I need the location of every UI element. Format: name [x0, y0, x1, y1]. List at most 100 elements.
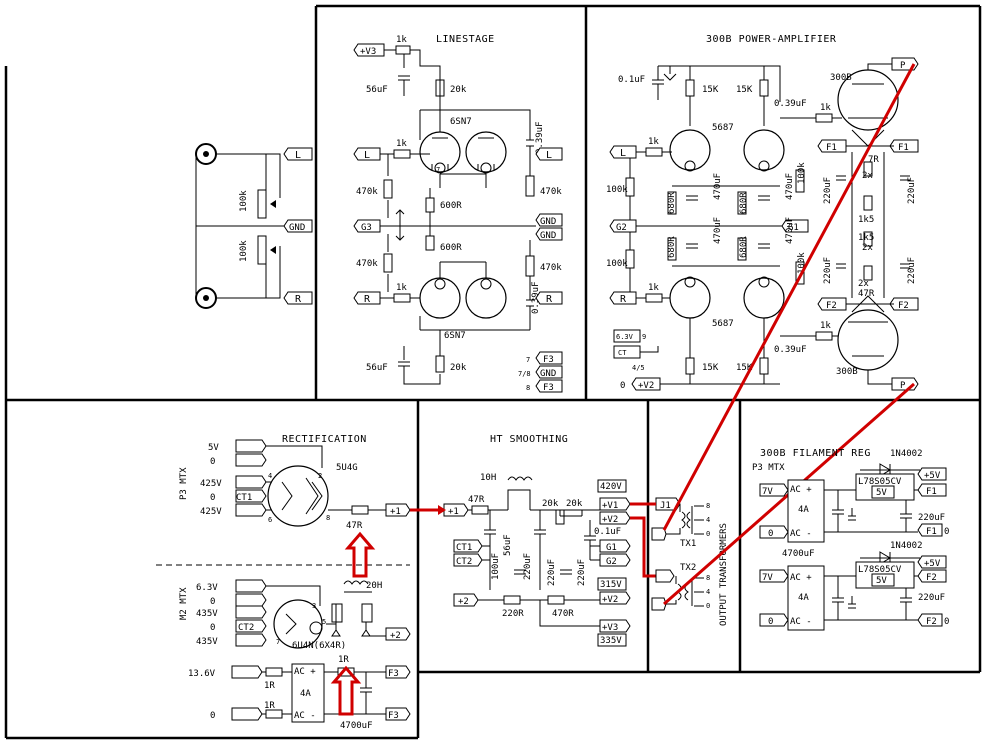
svg-text:8: 8	[706, 502, 710, 510]
ht-g1[interactable]: G1	[599, 539, 631, 553]
input-port-l[interactable]: L	[283, 147, 313, 161]
rect-tap-435a[interactable]: 435V	[196, 605, 267, 619]
svg-text:+5V: +5V	[924, 471, 941, 481]
linestage-heater-f3-b[interactable]: F3	[535, 379, 563, 393]
ht-g2[interactable]: G2	[599, 553, 631, 567]
svg-text:6.3V: 6.3V	[196, 583, 218, 593]
ht-out-v2b[interactable]: +V2	[599, 591, 631, 605]
rect-tap-425a[interactable]: 425V	[200, 475, 267, 489]
rect-tap-0e[interactable]: 0	[210, 707, 263, 721]
svg-text:56uF: 56uF	[366, 363, 388, 373]
svg-text:8: 8	[706, 574, 710, 582]
rect-tap-5v[interactable]: 5V	[208, 439, 267, 453]
svg-text:470k: 470k	[540, 187, 562, 197]
ht-ct1[interactable]: CT1	[453, 539, 483, 553]
rect-tap-63v[interactable]: 6.3V	[196, 579, 267, 593]
rect-tap-425b[interactable]: 425V	[200, 503, 267, 517]
rect-tap-136v[interactable]: 13.6V	[188, 665, 263, 679]
ot-tx1-return[interactable]	[651, 527, 667, 541]
svg-text:100k: 100k	[797, 162, 807, 184]
fil-out-5v-a[interactable]: +5V	[917, 467, 947, 481]
fil-in-7v-a[interactable]: 7V	[759, 483, 789, 497]
pa-f2-left[interactable]: F2	[817, 297, 847, 311]
ht-in-2[interactable]: +2	[453, 593, 479, 607]
pa-f2-right[interactable]: F2	[889, 297, 919, 311]
svg-text:1N4002: 1N4002	[890, 541, 923, 551]
linestage-heater-f3-a[interactable]: F3	[535, 351, 563, 365]
linestage-heater-gnd[interactable]: GND	[535, 365, 563, 379]
rect-out-1[interactable]: +1	[385, 503, 411, 517]
rect-out-f3a[interactable]: F3	[385, 665, 411, 679]
svg-text:L: L	[364, 150, 370, 161]
fil-out-f1[interactable]: F1	[917, 483, 947, 497]
svg-text:AC -: AC -	[294, 711, 316, 721]
linestage-out-l[interactable]: L	[535, 147, 563, 161]
pa-in-g1[interactable]: G1	[781, 219, 809, 233]
svg-text:0: 0	[944, 617, 949, 627]
pa-in-g2[interactable]: G2	[609, 219, 637, 233]
fil-in-0-a[interactable]: 0	[759, 525, 789, 539]
linestage-in-l[interactable]: L	[353, 147, 381, 161]
fil-out-5v-b[interactable]: +5V	[917, 555, 947, 569]
ht-out-v1[interactable]: +V1	[599, 497, 631, 511]
pa-in-r[interactable]: R	[609, 291, 637, 305]
svg-text:4/5: 4/5	[632, 364, 645, 372]
fil-out-f2[interactable]: F2	[917, 569, 947, 583]
fil-in-0-b[interactable]: 0	[759, 613, 789, 627]
rect-tap-0b[interactable]: 0	[210, 489, 267, 503]
svg-text:+1: +1	[448, 507, 459, 517]
red-wire-tx2	[630, 516, 656, 578]
svg-text:47R: 47R	[858, 289, 875, 299]
linestage-section: LINESTAGE +V3 1k 56uF 20k 7 6SN7 L 1k 47…	[353, 34, 563, 393]
pa-in-l[interactable]: L	[609, 145, 637, 159]
svg-text:15K: 15K	[736, 363, 753, 373]
output-transformers-section: OUTPUT TRANSFORMERS J1 TX1 8 4 0 TX2 8 4…	[630, 63, 916, 626]
rect-tap-435b[interactable]: 435V	[196, 633, 267, 647]
linestage-gnd-1[interactable]: GND	[535, 213, 563, 227]
svg-text:L: L	[620, 148, 626, 159]
ht-in-1[interactable]: +1	[443, 503, 469, 517]
pa-heater-63[interactable]: 6.3V	[613, 329, 641, 343]
rect-tap-0d[interactable]: 0	[210, 619, 267, 633]
svg-text:7V: 7V	[762, 573, 773, 583]
svg-text:1k: 1k	[820, 103, 831, 113]
svg-text:AC +: AC +	[790, 573, 812, 583]
fil-out-f1-zero[interactable]: F1	[917, 523, 943, 537]
input-port-r[interactable]: R	[283, 291, 313, 305]
svg-text:G2: G2	[606, 557, 617, 567]
fil-out-f2-zero[interactable]: F2	[917, 613, 943, 627]
svg-text:0: 0	[944, 527, 949, 537]
rect-tap-0a[interactable]: 0	[210, 453, 267, 467]
filament-title: 300B FILAMENT REG	[760, 448, 871, 459]
pa-f1-left[interactable]: F1	[817, 139, 847, 153]
input-panel: L GND R 100k 100k	[195, 143, 313, 309]
ht-out-v2[interactable]: +V2	[599, 511, 631, 525]
linestage-supply-port[interactable]: +V3	[353, 43, 385, 57]
svg-text:G3: G3	[361, 223, 372, 233]
rect-out-2[interactable]: +2	[385, 627, 411, 641]
ht-out-v3[interactable]: +V3	[599, 619, 631, 633]
pa-f1-right[interactable]: F1	[889, 139, 919, 153]
svg-text:J1: J1	[660, 501, 671, 511]
linestage-in-r[interactable]: R	[353, 291, 381, 305]
ot-tx2-return[interactable]	[651, 597, 667, 611]
linestage-out-r[interactable]: R	[535, 291, 563, 305]
svg-text:+2: +2	[458, 597, 469, 607]
fil-in-7v-b[interactable]: 7V	[759, 569, 789, 583]
svg-text:5V: 5V	[208, 443, 219, 453]
pa-supply-port[interactable]: +V2	[631, 377, 661, 391]
ot-tx2-in[interactable]	[655, 569, 675, 583]
rect-out-f3b[interactable]: F3	[385, 707, 411, 721]
svg-text:0.39uF: 0.39uF	[535, 121, 545, 154]
svg-text:4700uF: 4700uF	[340, 721, 373, 731]
rect-tap-0c[interactable]: 0	[210, 593, 267, 607]
ht-335v[interactable]: 335V	[597, 633, 627, 647]
linestage-gnd-2[interactable]: GND	[535, 227, 563, 241]
ht-420v[interactable]: 420V	[597, 479, 627, 493]
ht-315v[interactable]: 315V	[597, 577, 627, 591]
linestage-in-g3[interactable]: G3	[353, 219, 381, 233]
svg-text:0.39uF: 0.39uF	[774, 99, 807, 109]
input-port-gnd[interactable]: GND	[283, 219, 313, 233]
ht-ct2[interactable]: CT2	[453, 553, 483, 567]
pa-heater-ct[interactable]: CT	[613, 345, 641, 359]
